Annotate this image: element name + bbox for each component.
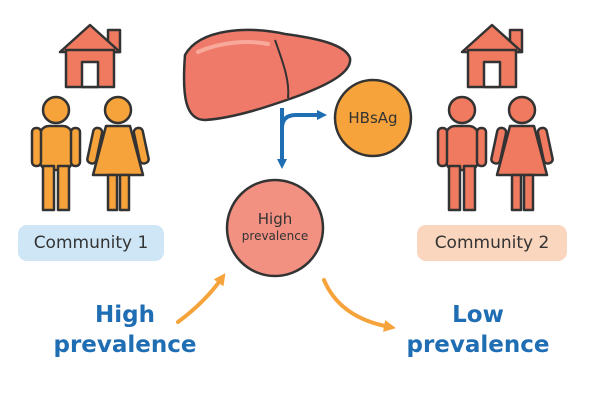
house-icon-left xyxy=(58,23,122,89)
house-icon-right xyxy=(460,23,524,89)
woman-icon-right xyxy=(490,95,554,212)
hbsag-circle xyxy=(333,78,413,158)
woman-icon-left xyxy=(86,95,150,212)
center-circle-text: High prevalence xyxy=(228,210,322,244)
right-prevalence-line1: Low xyxy=(452,302,504,328)
community-1-label: Community 1 xyxy=(18,225,164,261)
right-prevalence-line2: prevalence xyxy=(406,332,550,358)
liver-icon xyxy=(182,28,352,122)
center-prevalence-circle xyxy=(225,178,325,278)
arrow-left-to-center xyxy=(176,273,226,324)
community-2-label: Community 2 xyxy=(417,225,567,261)
right-prevalence-text: Low prevalence xyxy=(393,300,563,360)
left-prevalence-text: High prevalence xyxy=(40,300,210,360)
center-circle-line2: prevalence xyxy=(241,229,309,243)
arrow-center-to-right xyxy=(322,278,396,332)
center-circle-line1: High xyxy=(257,210,293,228)
man-icon-left xyxy=(30,95,82,212)
hbsag-label: HBsAg xyxy=(348,109,398,127)
man-icon-right xyxy=(436,95,488,212)
arrow-to-hbsag xyxy=(280,108,327,129)
left-prevalence-line2: prevalence xyxy=(53,332,197,358)
left-prevalence-line1: High xyxy=(95,302,155,328)
